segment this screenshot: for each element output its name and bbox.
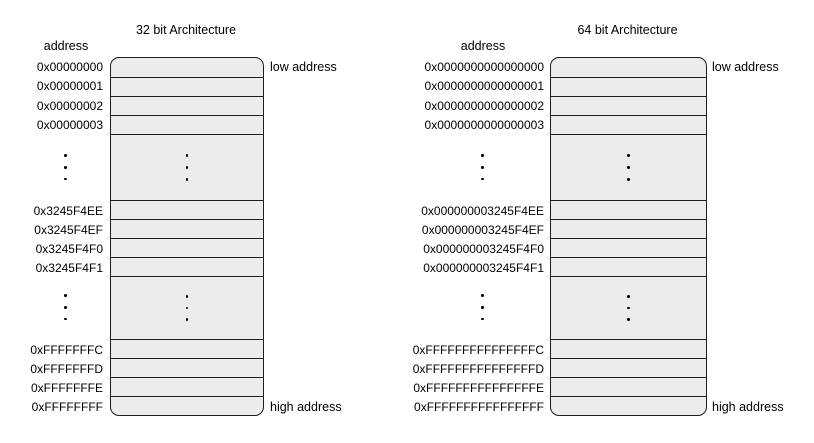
memory-box-64bit: [550, 57, 707, 416]
address-label: 0x3245F4F0: [35, 242, 103, 256]
memory-cell: [551, 339, 706, 358]
memory-cell: [111, 77, 263, 96]
address-label: 0x00000002: [36, 99, 103, 113]
address-label: 0x0000000000000001: [424, 79, 544, 93]
address-label: 0x00000003: [36, 118, 103, 132]
memory-cell: [551, 377, 706, 396]
address-label: 0x0000000000000000: [424, 60, 544, 74]
memory-cell: [551, 358, 706, 377]
memory-cell: [111, 377, 263, 396]
memory-cell: [551, 115, 706, 134]
vertical-ellipsis-icon: [64, 154, 67, 181]
vertical-ellipsis-icon: [627, 294, 630, 322]
address-column-header: address: [460, 39, 506, 53]
vertical-ellipsis-icon: [64, 294, 67, 321]
diagram-title-32bit: 32 bit Architecture: [135, 23, 237, 37]
address-label: 0xFFFFFFFFFFFFFFFC: [412, 343, 544, 357]
address-label: 0x0000000000000002: [424, 99, 544, 113]
address-label: 0xFFFFFFFC: [30, 343, 103, 357]
address-label: 0x000000003245F4F1: [423, 261, 544, 275]
low-address-label: low address: [712, 60, 779, 74]
address-label: 0x00000000: [36, 60, 103, 74]
memory-cell: [111, 238, 263, 257]
memory-cell: [111, 58, 263, 77]
memory-gap-cell: [111, 134, 263, 200]
address-label: 0x0000000000000003: [424, 118, 544, 132]
diagram-32bit: 32 bit Architecture address 0x00000000 0…: [0, 0, 380, 443]
address-label: 0xFFFFFFFE: [31, 381, 103, 395]
memory-cell: [111, 257, 263, 276]
memory-gap-cell: [551, 276, 706, 339]
address-label: 0x3245F4F1: [35, 261, 103, 275]
memory-cell: [111, 96, 263, 115]
memory-cell: [111, 396, 263, 415]
memory-cell: [111, 358, 263, 377]
vertical-ellipsis-icon: [627, 154, 630, 181]
address-label: 0x000000003245F4EE: [421, 204, 544, 218]
diagram-64bit: 64 bit Architecture address 0x0000000000…: [407, 0, 814, 443]
low-address-label: low address: [270, 60, 337, 74]
memory-cell: [551, 96, 706, 115]
memory-cell: [551, 77, 706, 96]
high-address-label: high address: [270, 400, 342, 414]
address-label: 0xFFFFFFFFFFFFFFFD: [412, 362, 544, 376]
vertical-ellipsis-icon: [185, 294, 189, 322]
address-label: 0x3245F4EE: [33, 204, 103, 218]
memory-cell: [551, 257, 706, 276]
address-label: 0x00000001: [36, 79, 103, 93]
memory-gap-cell: [111, 276, 263, 339]
memory-cell: [551, 200, 706, 219]
address-label: 0x3245F4EF: [34, 223, 103, 237]
memory-cell: [551, 58, 706, 77]
memory-box-32bit: [110, 57, 264, 416]
memory-cell: [551, 396, 706, 415]
address-label: 0xFFFFFFFFFFFFFFFF: [414, 400, 544, 414]
vertical-ellipsis-icon: [481, 294, 484, 321]
memory-cell: [551, 219, 706, 238]
address-label: 0x000000003245F4F0: [423, 242, 544, 256]
address-label: 0xFFFFFFFF: [31, 400, 103, 414]
address-column-header: address: [43, 39, 89, 53]
memory-cell: [111, 219, 263, 238]
diagram-title-64bit: 64 bit Architecture: [577, 23, 678, 37]
memory-cell: [111, 115, 263, 134]
address-label: 0x000000003245F4EF: [421, 223, 544, 237]
memory-cell: [551, 238, 706, 257]
high-address-label: high address: [712, 400, 784, 414]
memory-cell: [111, 339, 263, 358]
address-label: 0xFFFFFFFFFFFFFFFE: [413, 381, 544, 395]
vertical-ellipsis-icon: [481, 154, 484, 181]
memory-cell: [111, 200, 263, 219]
address-label: 0xFFFFFFFD: [30, 362, 103, 376]
vertical-ellipsis-icon: [185, 154, 189, 181]
memory-gap-cell: [551, 134, 706, 200]
